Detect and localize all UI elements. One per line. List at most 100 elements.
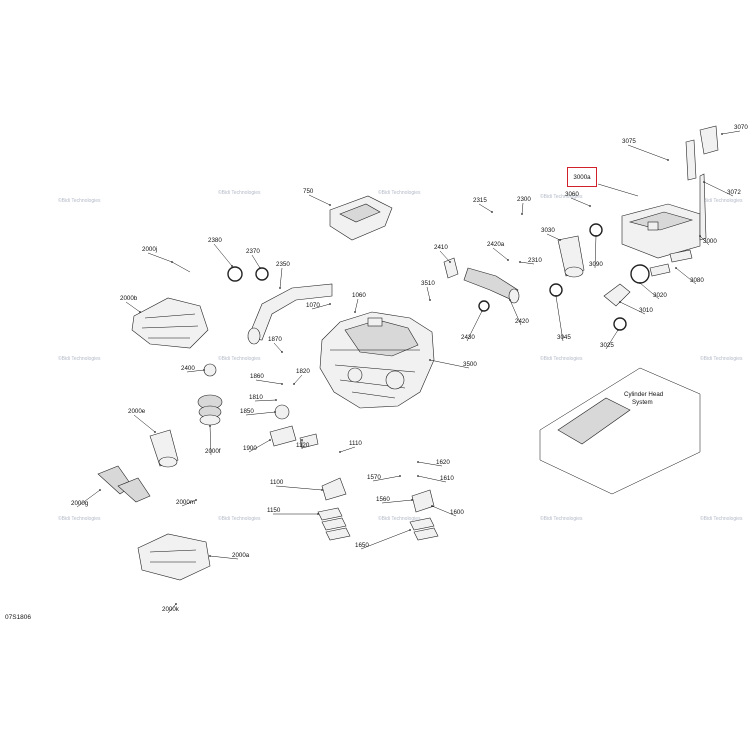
watermark-12: ©Bidi Technologies [540,515,583,522]
watermark-10: ©Bidi Technologies [218,515,261,522]
part-label-2000e[interactable]: 2000e [128,408,146,415]
cylinder-head-inset[interactable]: Cylinder Head System [539,367,701,495]
part-label-2000g[interactable]: 2000g [71,500,89,507]
part-label-1610[interactable]: 1610 [440,475,454,482]
part-label-3500[interactable]: 3500 [463,361,477,368]
leader-3090 [594,235,597,269]
part-label-3510[interactable]: 3510 [421,280,435,287]
leader-3045 [555,295,564,342]
part-label-2000j[interactable]: 2000j [142,246,157,253]
part-label-1650[interactable]: 1650 [355,542,369,549]
part-label-2000a[interactable]: 2000a [232,552,250,559]
bracket-1900[interactable] [269,425,297,447]
part-label-2310[interactable]: 2310 [528,257,542,264]
part-label-3025[interactable]: 3025 [600,342,614,349]
part-label-2380[interactable]: 2380 [208,237,222,244]
part-label-3080[interactable]: 3080 [690,277,704,284]
straps-3070[interactable] [685,125,719,241]
part-label-3060[interactable]: 3060 [565,191,579,198]
part-label-2000b[interactable]: 2000b [120,295,138,302]
elbow-3010[interactable] [603,283,631,307]
oil-pan-2000a[interactable] [137,533,211,581]
pad-3080[interactable] [649,263,671,277]
part-label-2430[interactable]: 2430 [461,334,475,341]
part-label-3070[interactable]: 3070 [734,124,748,131]
part-label-2410[interactable]: 2410 [434,244,448,251]
part-label-2420a[interactable]: 2420a [487,241,505,248]
part-label-1560[interactable]: 1560 [376,496,390,503]
part-label-2400[interactable]: 2400 [181,365,195,372]
part-label-2370[interactable]: 2370 [246,248,260,255]
pad-3080b[interactable] [669,249,693,263]
part-label-1850[interactable]: 1850 [240,408,254,415]
leader-end-2315 [491,211,493,213]
leader-2000a [209,555,239,560]
part-label-1860[interactable]: 1860 [250,373,264,380]
leader-end-3060 [589,205,591,207]
part-label-2000m[interactable]: 2000m [176,499,195,506]
bracket-2410[interactable] [443,257,459,279]
bolt-2000j[interactable] [171,261,191,273]
part-label-1070[interactable]: 1070 [306,302,320,309]
part-label-1900[interactable]: 1900 [243,445,257,452]
part-label-3045[interactable]: 3045 [557,334,571,341]
mount-1100[interactable] [321,477,347,501]
part-label-3000[interactable]: 3000 [703,238,717,245]
part-label-1820[interactable]: 1820 [296,368,310,375]
engine-cover-750[interactable] [329,195,393,241]
ring-2430[interactable] [478,300,490,312]
part-label-1100[interactable]: 1100 [270,479,284,486]
engine-block[interactable] [319,311,435,409]
bellows-2000f[interactable] [197,394,223,426]
leader-end-3030 [559,239,561,241]
ring-3020[interactable] [630,264,650,284]
part-label-1600[interactable]: 1600 [450,509,464,516]
ring-2380[interactable] [227,266,243,282]
leader-1650 [360,529,411,550]
part-label-3090[interactable]: 3090 [589,261,603,268]
leader-end-2300 [521,213,523,215]
part-label-1810[interactable]: 1810 [249,394,263,401]
part-label-3072[interactable]: 3072 [727,189,741,196]
part-label-3010[interactable]: 3010 [639,307,653,314]
part-label-2315[interactable]: 2315 [473,197,487,204]
ring-3025[interactable] [613,317,627,331]
part-label-1570[interactable]: 1570 [367,474,381,481]
part-label-2000k[interactable]: 2000k [162,606,180,613]
plates-1150[interactable] [317,507,351,541]
plates-1650[interactable] [409,517,439,541]
part-label-1110[interactable]: 1110 [349,440,362,447]
bracket-1120[interactable] [299,433,319,449]
part-label-3075[interactable]: 3075 [622,138,636,145]
highlighted-part-callout[interactable]: 3000a [567,167,597,187]
part-label-1150[interactable]: 1150 [267,507,281,514]
tube-3030[interactable] [557,235,585,278]
ring-2370[interactable] [255,267,269,281]
part-label-750[interactable]: 750 [303,188,314,195]
part-label-3030[interactable]: 3030 [541,227,555,234]
part-label-3020[interactable]: 3020 [653,292,667,299]
part-label-1060[interactable]: 1060 [352,292,366,299]
hoses-2000g[interactable] [97,465,151,503]
intake-manifold-2000b[interactable] [131,297,209,349]
sensor-2400[interactable] [203,363,217,377]
part-label-2300[interactable]: 2300 [517,196,531,203]
mount-1600[interactable] [411,489,435,513]
airbox-3000[interactable] [621,203,701,259]
intake-hose-2350[interactable] [247,283,333,345]
part-label-2420[interactable]: 2420 [515,318,529,325]
ring-3090[interactable] [589,223,603,237]
part-label-2000f[interactable]: 2000f [205,448,221,455]
part-label-2350[interactable]: 2350 [276,261,290,268]
part-label-1120[interactable]: 1120 [296,442,310,449]
part-label-1620[interactable]: 1620 [436,459,450,466]
tube-2000e[interactable] [149,429,179,468]
hose-2420[interactable] [463,267,520,304]
leader-2370 [251,254,261,269]
ring-3045[interactable] [549,283,563,297]
bracket-1850[interactable] [274,404,290,420]
leader-end-3025 [617,329,619,331]
part-label-1870[interactable]: 1870 [268,336,282,343]
part-labels: 3075 3070 3072 3000 2315 2300 2420a 2410 2310 303… [71,124,748,613]
